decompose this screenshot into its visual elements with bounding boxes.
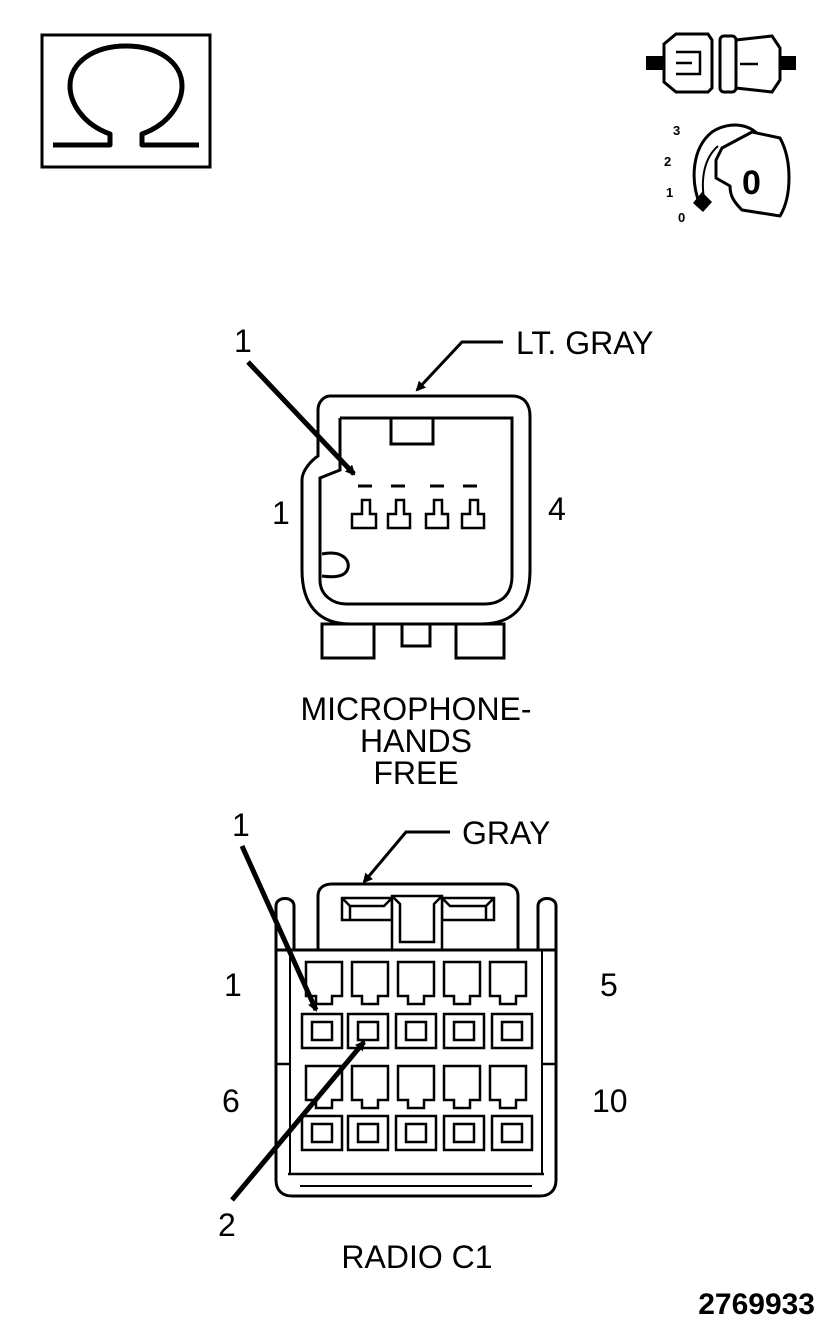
microphone-callout-1: 1 bbox=[234, 323, 252, 359]
radio-cavity-row-2 bbox=[300, 1012, 534, 1050]
radio-color-label: GRAY bbox=[462, 815, 550, 851]
connector-disconnect-icon bbox=[646, 32, 796, 94]
radio-connector: GRAY bbox=[218, 807, 628, 1275]
radio-callout-1: 1 bbox=[232, 807, 250, 843]
radio-connector-name: RADIO C1 bbox=[341, 1239, 492, 1275]
radio-cavity-row-4 bbox=[300, 1114, 534, 1152]
radio-pin-5-label: 5 bbox=[600, 967, 618, 1003]
ignition-position-3: 3 bbox=[673, 123, 680, 138]
ignition-position-2: 2 bbox=[664, 154, 671, 169]
radio-cavity-row-1 bbox=[304, 960, 528, 1006]
ohm-icon bbox=[40, 33, 212, 169]
microphone-pin-4-label: 4 bbox=[548, 491, 566, 527]
microphone-connector-name-line3: FREE bbox=[373, 755, 458, 791]
ignition-position-0: 0 bbox=[678, 210, 685, 225]
ignition-key-icon: 3 2 1 0 0 bbox=[664, 123, 791, 225]
radio-pin-1-label: 1 bbox=[224, 967, 242, 1003]
radio-pin-10-label: 10 bbox=[592, 1083, 628, 1119]
ignition-key-label: 0 bbox=[742, 164, 761, 202]
microphone-connector-name-line2: HANDS bbox=[360, 723, 472, 759]
microphone-color-label: LT. GRAY bbox=[516, 325, 654, 361]
microphone-connector-name-line1: MICROPHONE- bbox=[300, 691, 531, 727]
microphone-pin-row bbox=[350, 484, 486, 530]
microphone-connector: LT. GRAY 1 1 4 MIC bbox=[234, 323, 654, 791]
figure-number: 2769933 bbox=[698, 1288, 815, 1321]
microphone-pin-1-label: 1 bbox=[272, 495, 290, 531]
ignition-position-1: 1 bbox=[666, 185, 673, 200]
radio-callout-2: 2 bbox=[218, 1207, 236, 1243]
radio-pin-6-label: 6 bbox=[222, 1083, 240, 1119]
